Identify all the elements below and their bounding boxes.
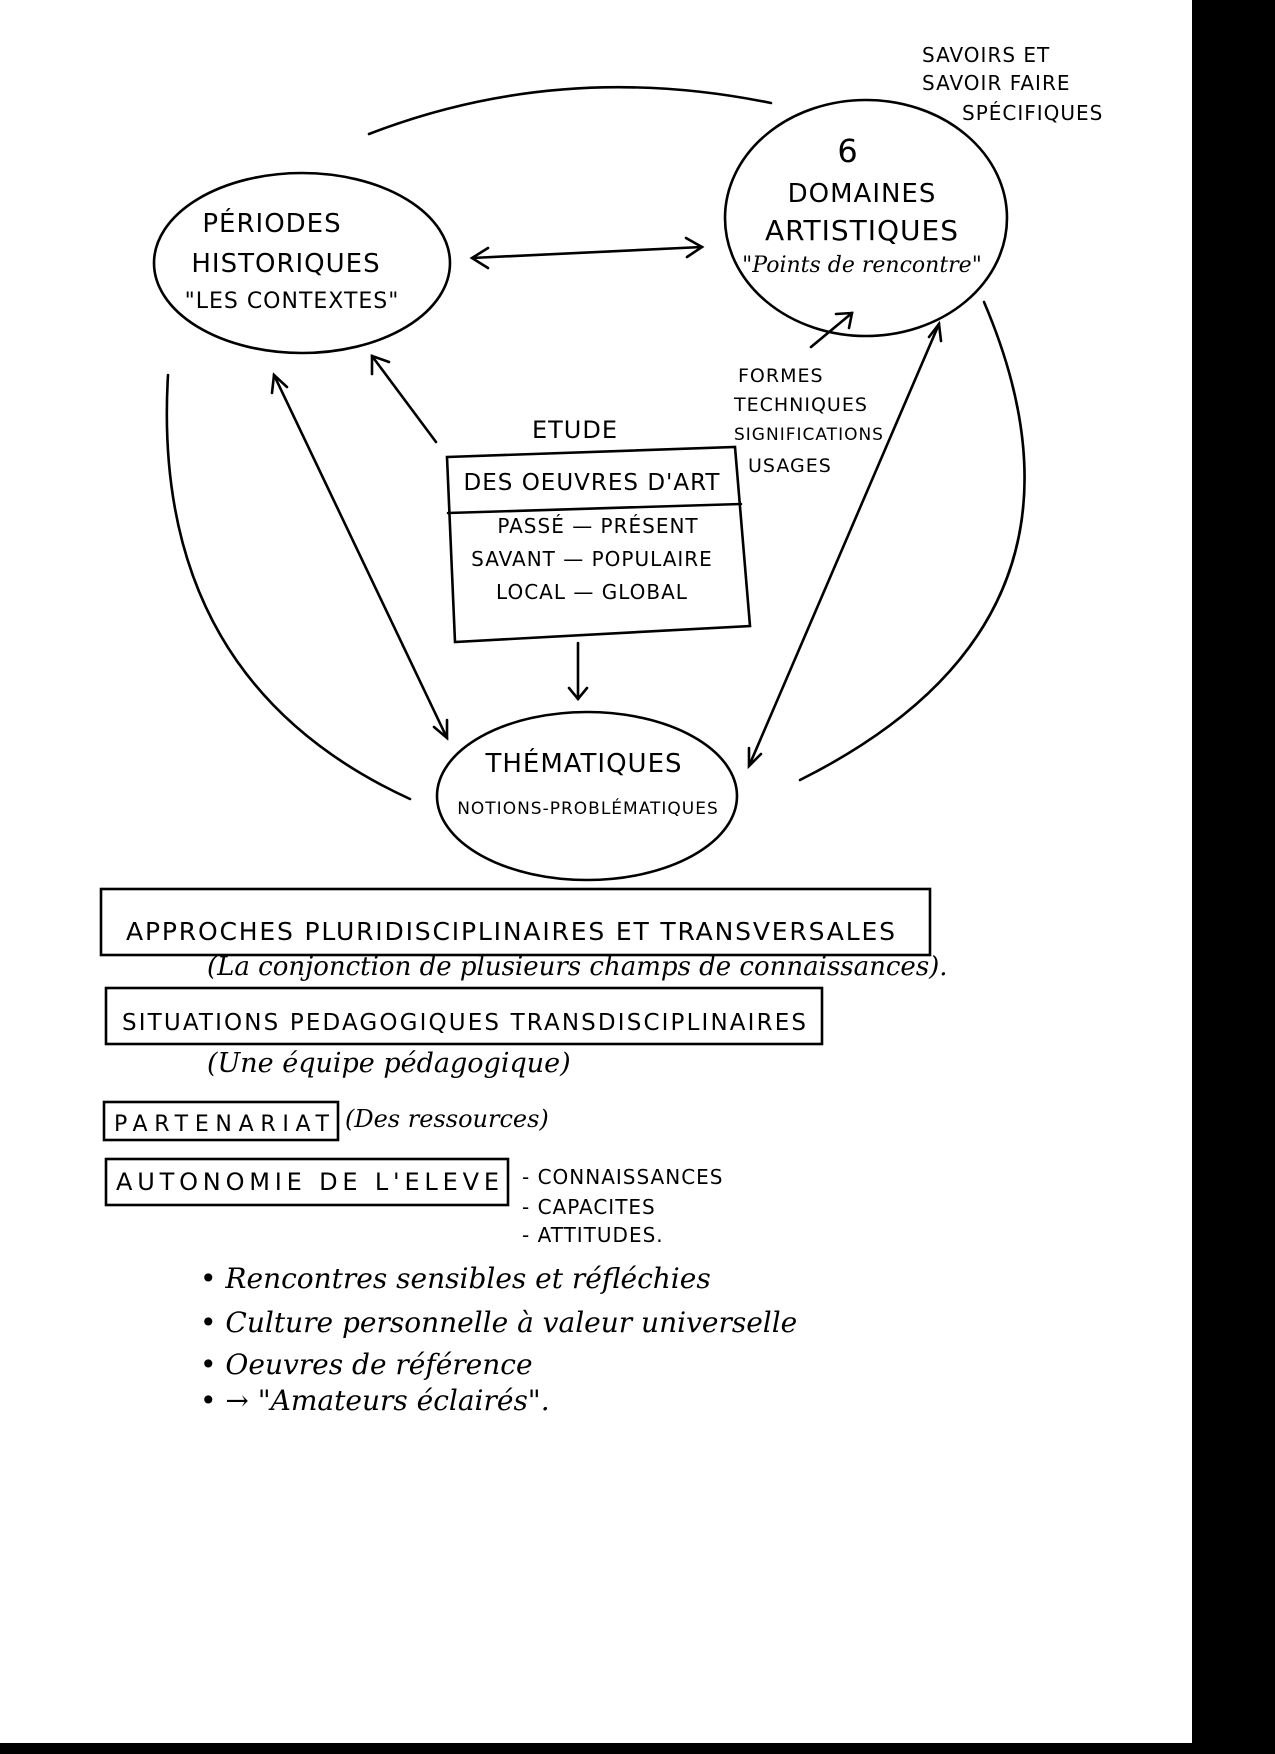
aspect-label: TECHNIQUES [733,394,868,416]
bullet-item: • → "Amateurs éclairés". [200,1384,550,1417]
situations-box [104,986,824,1046]
arrow-periodes-domaines [469,236,705,270]
domaines-title: DOMAINES [788,179,937,209]
periodes-subtitle: "LES CONTEXTES" [185,289,400,314]
etude-label: ETUDE [532,416,618,444]
thematiques-circle [435,710,739,882]
bullet-item: • Culture personnelle à valeur universel… [200,1306,797,1339]
bullet-item: • Rencontres sensibles et réfléchies [200,1262,711,1295]
oeuvres-row: SAVANT — POPULAIRE [471,547,713,571]
outer-arc-top [367,85,773,136]
autonomie-item: - CONNAISSANCES [522,1165,723,1189]
approches-title: APPROCHES PLURIDISCIPLINAIRES ET TRANSVE… [126,917,896,946]
approches-box [99,887,932,957]
situations-subtitle: (Une équipe pédagogique) [207,1048,571,1079]
arrow-aspects-domaines [809,311,854,349]
aspect-label: FORMES [738,365,824,387]
arrow-domaines-thematiques [747,320,943,770]
outer-arc-right [798,300,1026,782]
domaines-subtitle: "Points de rencontre" [742,253,982,278]
corner-note-line: SPÉCIFIQUES [962,101,1103,125]
autonomie-item: - CAPACITES [522,1195,656,1219]
thematiques-title: THÉMATIQUES [484,747,682,779]
oeuvres-box-divider [446,502,743,515]
scan-border-bottom [0,1743,1275,1754]
oeuvres-row: LOCAL — GLOBAL [496,580,688,604]
autonomie-item: - ATTITUDES. [522,1223,664,1247]
corner-note-line: SAVOIRS ET [922,43,1050,67]
aspect-label: SIGNIFICATIONS [734,425,884,445]
situations-title: SITUATIONS PEDAGOGIQUES TRANSDISCIPLINAI… [122,1010,807,1036]
bullet-item: • Oeuvres de référence [200,1348,533,1381]
arrow-oeuvres-thematiques [567,641,589,702]
domaines-title: ARTISTIQUES [765,214,959,247]
partenariat-box [102,1100,340,1142]
arrow-periodes-thematiques [270,372,449,741]
arrow-oeuvres-periodes [370,354,438,444]
periodes-circle [152,171,452,355]
aspect-label: USAGES [748,455,832,477]
corner-note-line: SAVOIR FAIRE [922,71,1070,95]
periodes-title: HISTORIQUES [191,249,380,279]
oeuvres-title: DES OEUVRES D'ART [464,470,721,496]
partenariat-title: PARTENARIAT [114,1112,330,1137]
domaines-circle [723,98,1009,338]
thematiques-subtitle: NOTIONS-PROBLÉMATIQUES [457,797,719,819]
oeuvres-box [445,445,752,644]
outer-arc-left [165,373,412,801]
scan-border-right [1192,0,1275,1754]
domaines-count: 6 [837,132,858,170]
partenariat-subtitle: (Des ressources) [345,1105,549,1133]
oeuvres-row: PASSÉ — PRÉSENT [497,514,698,538]
periodes-title: PÉRIODES [202,207,341,239]
approches-subtitle: (La conjonction de plusieurs champs de c… [207,952,948,982]
autonomie-box [104,1157,510,1207]
autonomie-title: AUTONOMIE DE L'ELEVE [116,1168,500,1196]
